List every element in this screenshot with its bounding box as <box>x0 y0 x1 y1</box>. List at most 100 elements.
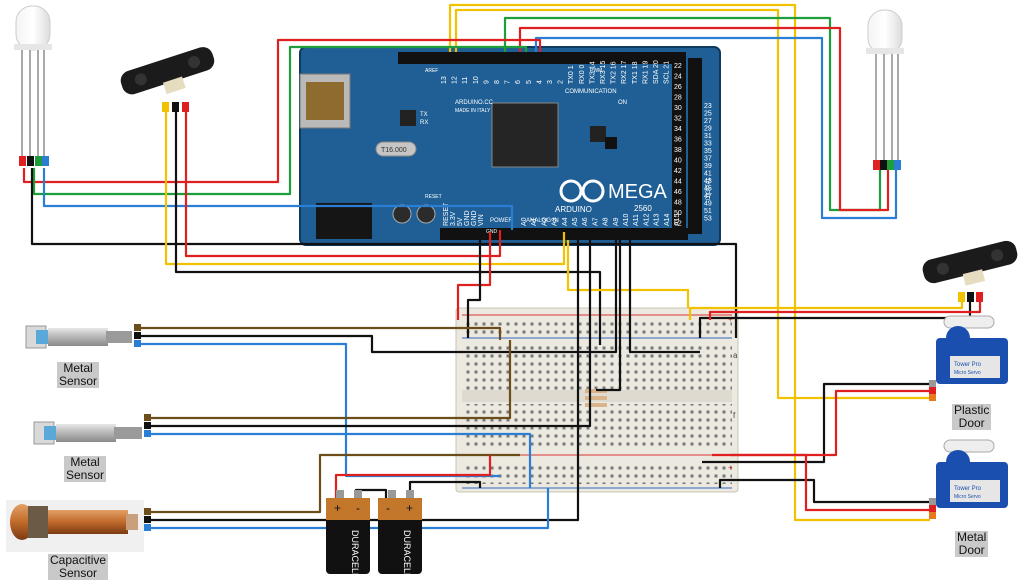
pin-label: 5 <box>526 80 533 84</box>
battery-2-plus: + <box>406 501 413 515</box>
pwm-label: PWM <box>590 68 602 74</box>
gnd-label: GND <box>486 229 498 235</box>
pin-label: RX3 15 <box>600 61 607 84</box>
pin-label: 49 <box>704 201 712 208</box>
analog-in-label: ANALOG IN <box>526 218 559 224</box>
pin-label: 24 <box>674 74 682 81</box>
pin-label: A11 <box>633 214 640 226</box>
digital-label: DIGITAL <box>706 176 712 200</box>
pin-label: 47 <box>704 193 712 200</box>
label-line: Door <box>958 416 985 430</box>
servo-plastic-door: Tower Pro Micro Servo <box>929 315 1008 401</box>
resistor <box>585 389 607 407</box>
metal-sensor-1-label: Metal Sensor <box>57 362 100 388</box>
pin-label: GND <box>464 210 471 226</box>
aref-label: AREF <box>425 68 438 74</box>
ir-distance-sensor-right <box>922 240 1018 286</box>
reset-label: RESET <box>425 194 442 200</box>
board-model: 2560 <box>634 204 652 213</box>
pin-label: 33 <box>704 141 712 148</box>
pin-label: 25 <box>704 111 712 118</box>
pin-label: RX2 17 <box>621 61 628 84</box>
pin-label: TX1 18 <box>632 61 639 84</box>
battery-1-brand: DURACELL <box>350 530 360 578</box>
metal-sensor-1 <box>25 324 141 349</box>
servo-metal-door: Tower Pro Micro Servo <box>929 439 1008 519</box>
crystal-label: T16.000 <box>381 147 407 154</box>
bb-row-a: a <box>733 351 738 360</box>
pin-label: A7 <box>592 217 599 226</box>
pin-label: 11 <box>462 77 469 84</box>
pin-label: A5 <box>572 217 579 226</box>
label-line: Metal <box>957 530 987 544</box>
rgb-led-right <box>866 9 904 170</box>
battery-2-brand: DURACELL <box>402 530 412 578</box>
pin-label: TX2 16 <box>611 61 618 84</box>
pin-label: TX0 1 <box>568 65 575 84</box>
pin-label: 30 <box>674 105 682 112</box>
pin-label: 44 <box>674 179 682 186</box>
label-line: Plastic <box>954 403 990 417</box>
pin-label: 53 <box>704 216 712 223</box>
label-line: Sensor <box>66 468 105 482</box>
breadboard: a f + + <box>455 307 739 493</box>
label-line: Capacitive <box>50 553 107 567</box>
servo-1-brand: Tower Pro <box>954 362 982 368</box>
board-site: ARDUINO.CC <box>455 100 494 106</box>
pin-label: 41 <box>704 171 712 178</box>
label-line: Door <box>958 543 985 557</box>
battery-2: - + DURACELL <box>378 490 422 578</box>
pin-label: 12 <box>452 76 459 84</box>
pin-label: 35 <box>704 148 712 155</box>
pin-label: A12 <box>643 213 650 226</box>
pin-label: 8 <box>494 80 501 84</box>
pin-label: A13 <box>654 213 661 226</box>
microcontroller-chip <box>491 102 559 168</box>
pin-label: RX1 19 <box>642 61 649 84</box>
pin-label: A4 <box>562 217 569 226</box>
pin-label: 39 <box>704 163 712 170</box>
pin-label: 32 <box>674 116 682 123</box>
battery-1: + - DURACELL <box>326 490 370 578</box>
pin-label: A6 <box>582 217 589 226</box>
pin-label: 3 <box>547 80 554 84</box>
pin-label: 34 <box>674 126 682 133</box>
pin-label: SCL 21 <box>664 61 671 84</box>
pin-label: VIN <box>478 214 485 226</box>
pin-label: 40 <box>674 158 682 165</box>
servo-2-brand: Tower Pro <box>954 486 982 492</box>
pin-label: 13 <box>441 76 448 84</box>
pin-label: 31 <box>704 133 712 140</box>
pin-label: 2 <box>558 80 565 84</box>
pin-label: 51 <box>704 208 712 215</box>
right-pin-labels: 2224262830323436384042444648505223252729… <box>674 63 712 228</box>
power-jack <box>316 203 372 239</box>
pin-label: GND <box>471 210 478 226</box>
servo-1-model: Micro Servo <box>954 370 981 376</box>
servo-2-model: Micro Servo <box>954 494 981 500</box>
tx-label: TX <box>420 112 428 118</box>
pin-label: 36 <box>674 137 682 144</box>
ir-left-pin-signal <box>162 102 169 112</box>
pin-label: 38 <box>674 147 682 154</box>
metal-door-label: Metal Door <box>955 530 989 557</box>
arduino-logo <box>559 179 605 203</box>
rx-label: RX <box>420 120 428 126</box>
bb-plus-bottom: + <box>728 463 733 472</box>
pin-label: 28 <box>674 95 682 102</box>
pin-label: RX0 0 <box>579 64 586 84</box>
pin-label: 29 <box>704 126 712 133</box>
ir-distance-sensor-left <box>120 47 215 95</box>
pin-label: 10 <box>473 76 480 84</box>
pin-label: 42 <box>674 168 682 175</box>
pin-label: 52 <box>674 221 682 228</box>
pin-label: 7 <box>505 80 512 84</box>
bb-plus-top: + <box>728 315 733 324</box>
pin-label: 5V <box>457 217 464 226</box>
label-line: Sensor <box>59 374 98 388</box>
pin-label: 6 <box>515 80 522 84</box>
